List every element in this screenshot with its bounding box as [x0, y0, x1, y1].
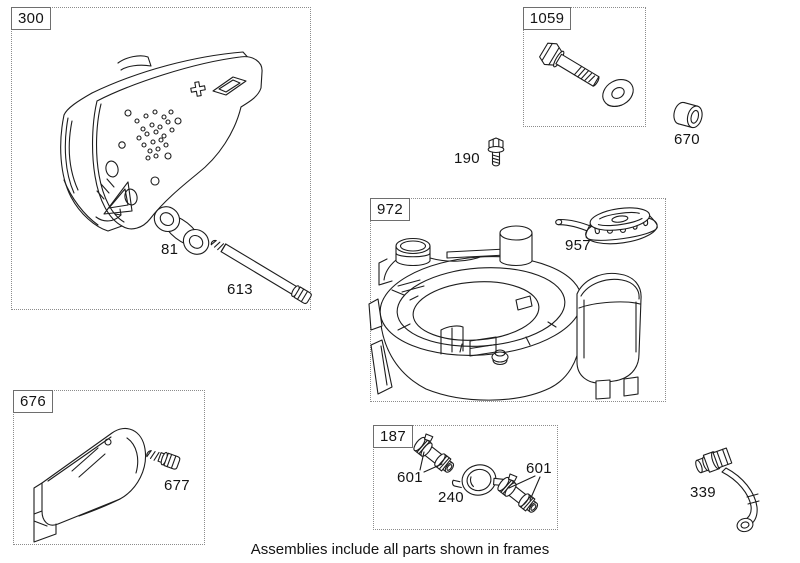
- cover-screw-drawing: [146, 450, 181, 470]
- part-label-fuel-cap: 957: [565, 237, 591, 254]
- engine-bolt-drawing: [539, 42, 600, 87]
- hot-surface-warning-icon: [95, 178, 133, 222]
- part-label-cover-screw: 677: [164, 477, 190, 494]
- frame-bolt-kit: [523, 7, 646, 127]
- footer-note: Assemblies include all parts shown in fr…: [250, 541, 550, 558]
- muffler-screw-drawing: [210, 239, 312, 305]
- part-label-muffler-screw: 613: [227, 281, 253, 298]
- frame-label-fuel-tank: 972: [370, 198, 410, 221]
- part-label-fuel-filter: 240: [438, 489, 464, 506]
- frame-muffler-assembly: [11, 7, 311, 310]
- frame-label-muffler: 300: [11, 7, 51, 30]
- frame-cover-assembly: [13, 390, 205, 545]
- cover-drawing: [33, 428, 147, 543]
- spacer-drawing: [673, 101, 703, 129]
- muffler-perforations: [134, 109, 175, 161]
- fuel-tank-drawing: [368, 225, 642, 401]
- muffler-gasket-drawing: [153, 206, 210, 255]
- frame-fuel-tank-assembly: [370, 198, 666, 402]
- frame-label-fuel-filter-kit: 187: [373, 425, 413, 448]
- hose-clamps-left-drawing: [413, 433, 455, 473]
- fuel-cap-drawing: [555, 207, 658, 245]
- frame-label-bolt-kit: 1059: [523, 7, 571, 30]
- part-label-fuel-line: 339: [690, 484, 716, 501]
- frame-label-cover: 676: [13, 390, 53, 413]
- part-label-hose-clamps-left: 601: [397, 469, 423, 486]
- small-bolt-drawing: [487, 137, 505, 167]
- fuel-line-drawing: [695, 447, 760, 533]
- leader-lines: [419, 451, 541, 501]
- part-label-spacer: 670: [674, 131, 700, 148]
- muffler-drawing: [60, 51, 263, 232]
- part-label-hose-clamps-right: 601: [526, 460, 552, 477]
- washer-drawing: [602, 78, 634, 108]
- hose-clamps-right-drawing: [497, 473, 539, 513]
- part-label-muffler-gasket: 81: [161, 241, 179, 258]
- part-label-bolt: 190: [454, 150, 480, 167]
- frame-fuel-filter-assembly: [373, 425, 558, 530]
